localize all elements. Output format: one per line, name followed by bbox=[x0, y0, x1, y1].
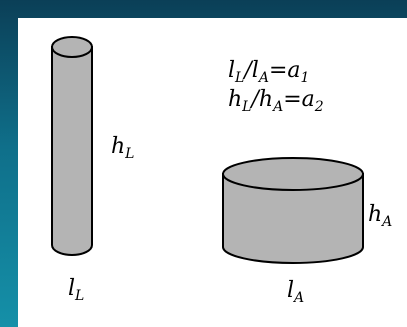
short-cylinder-body bbox=[222, 173, 364, 264]
tall-cylinder-top bbox=[51, 36, 93, 58]
formula-line-1: lL/lA=a1 bbox=[228, 58, 310, 86]
tall-cylinder bbox=[51, 36, 93, 256]
short-cylinder bbox=[222, 157, 364, 264]
tall-cylinder-body bbox=[51, 46, 93, 256]
tall-height-label: hL bbox=[111, 134, 135, 162]
formula-line-2: hL/hA=a2 bbox=[228, 87, 324, 115]
tall-width-label: lL bbox=[68, 276, 85, 304]
short-cylinder-top bbox=[222, 157, 364, 191]
short-height-label: hA bbox=[368, 202, 393, 230]
short-width-label: lA bbox=[287, 278, 305, 306]
